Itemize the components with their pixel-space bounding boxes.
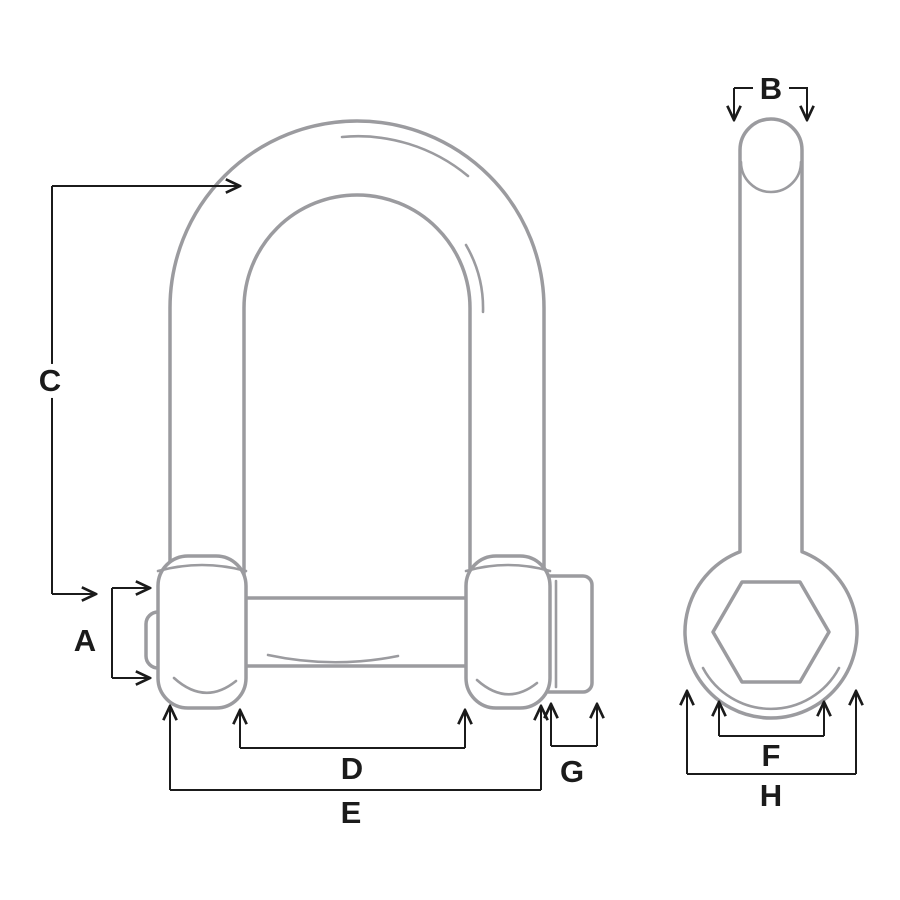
left-lug-bottom-line [172,676,238,695]
dim-label-e: E [337,795,365,831]
dim-b-lines [734,87,808,120]
dim-g-lines [551,704,597,747]
dim-a-lines [111,588,150,678]
shackle-front-view [144,119,594,710]
left-lug [156,554,248,710]
dim-label-g: G [556,754,588,790]
pin-side-view [683,117,859,720]
dim-label-h: H [756,778,786,814]
pin-side-silhouette [683,117,859,720]
dim-label-d: D [337,751,367,787]
shackle-bow [168,119,546,592]
dim-h-lines [687,691,856,775]
dim-label-f: F [758,738,784,774]
dim-e-lines [170,706,541,791]
right-lug [464,554,552,710]
pin-shading-line [266,653,400,664]
left-lug-collar-line [156,563,248,573]
right-lug-collar-line [464,563,552,573]
pin-head-dome-line [739,160,803,194]
pin-eye-bottom-line [701,666,841,711]
dim-label-a: A [70,623,100,659]
bow-top-highlight [340,135,470,178]
dimension-lines [51,87,856,791]
right-lug-bottom-line [475,678,539,696]
dim-f-lines [719,702,824,737]
dim-d-lines [240,710,465,749]
dim-label-c: C [35,363,65,399]
dim-label-b: B [756,71,786,107]
pin-eye-hexagon [711,580,831,684]
bow-inner-highlight [464,243,485,314]
